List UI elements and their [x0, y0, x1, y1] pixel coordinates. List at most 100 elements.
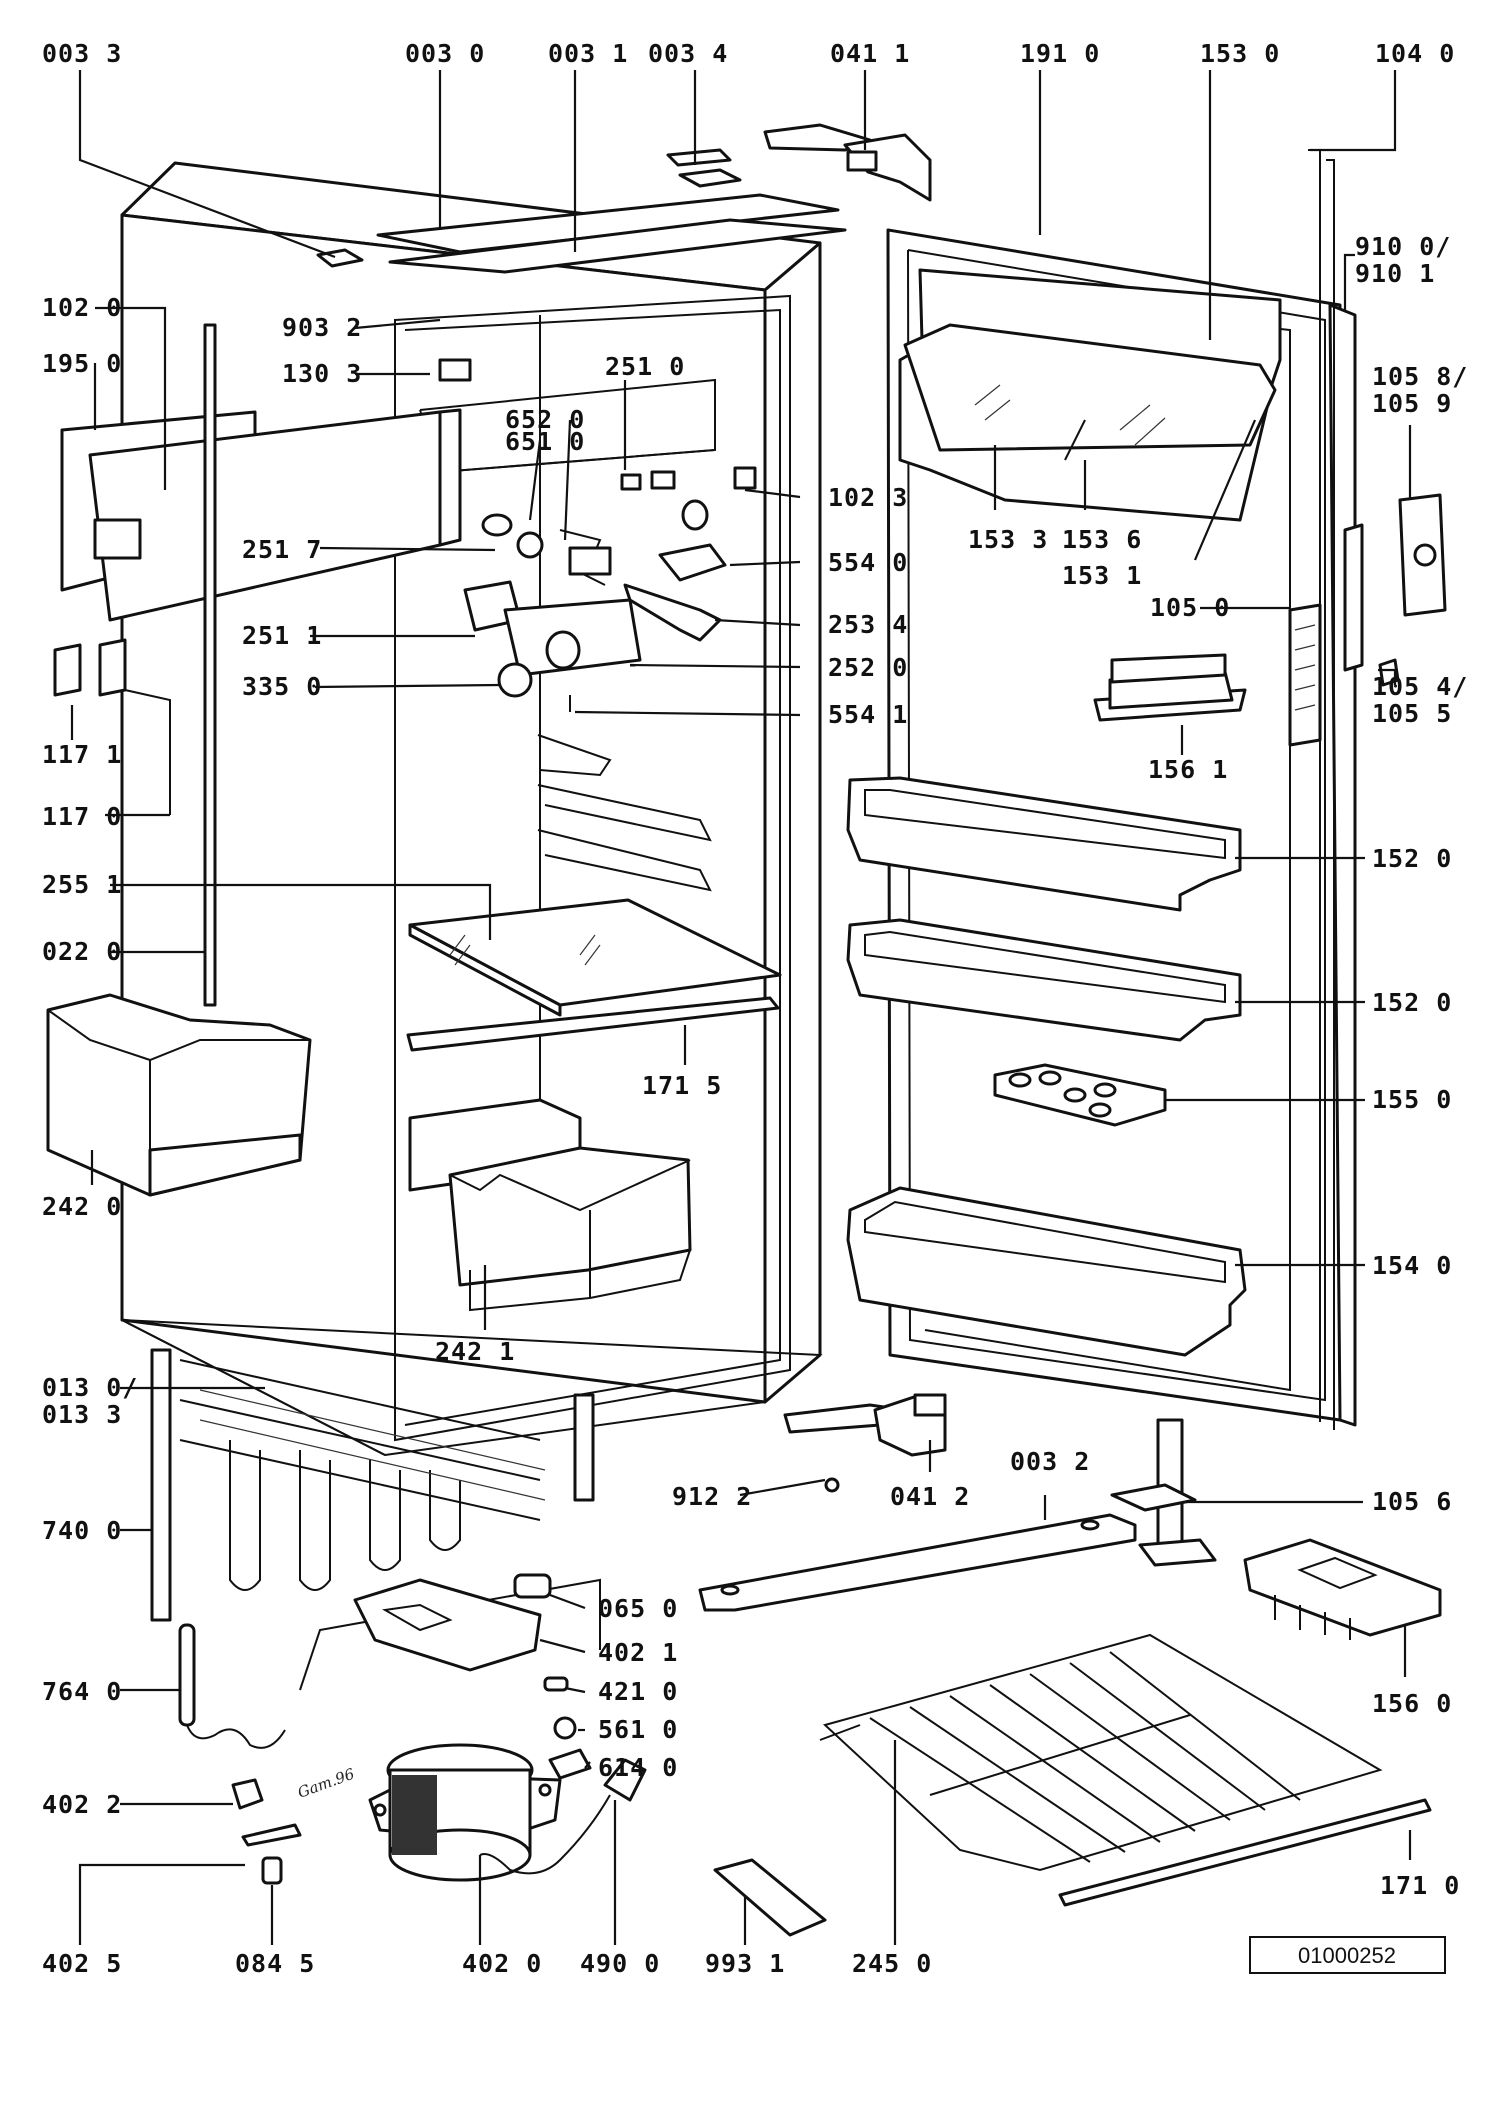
label-764-0: 764 0 [42, 1677, 122, 1706]
part-labels: 003 3 003 0 003 1 003 4 041 1 191 0 153 … [42, 39, 1468, 1978]
label-255-1: 255 1 [42, 870, 122, 899]
label-105-9: 105 9 [1372, 389, 1452, 418]
label-252-0: 252 0 [828, 653, 908, 682]
label-130-3: 130 3 [282, 359, 362, 388]
label-402-0: 402 0 [462, 1949, 542, 1978]
label-993-1: 993 1 [705, 1949, 785, 1978]
top-trim-strips [316, 148, 847, 274]
label-105-5: 105 5 [1372, 699, 1452, 728]
door-tool [713, 1858, 827, 1937]
clip [241, 1823, 302, 1847]
label-910-1: 910 1 [1355, 259, 1435, 288]
label-156-0: 156 0 [1372, 1689, 1452, 1718]
label-490-0: 490 0 [580, 1949, 660, 1978]
label-117-1: 117 1 [42, 740, 122, 769]
label-171-5: 171 5 [642, 1071, 722, 1100]
label-245-0: 245 0 [852, 1949, 932, 1978]
label-003-0: 003 0 [405, 39, 485, 68]
label-421-0: 421 0 [598, 1677, 678, 1706]
electrical-parts [513, 1573, 592, 1780]
label-003-4: 003 4 [648, 39, 728, 68]
condenser [150, 1348, 595, 1622]
label-251-1: 251 1 [242, 621, 322, 650]
screw [824, 1477, 840, 1493]
label-084-5: 084 5 [235, 1949, 315, 1978]
door-shelf-middle [846, 918, 1242, 1042]
label-153-3: 153 3 [968, 525, 1048, 554]
reference-number: 01000252 [1298, 1943, 1396, 1968]
label-153-0: 153 0 [1200, 39, 1280, 68]
label-171-0: 171 0 [1380, 1871, 1460, 1900]
label-105-4: 105 4/ [1372, 672, 1468, 701]
door-shelf-bottle [846, 1186, 1247, 1357]
label-117-0: 117 0 [42, 802, 122, 831]
grommet [231, 1778, 264, 1810]
label-003-3: 003 3 [42, 39, 122, 68]
reference-box: 01000252 [1249, 1936, 1446, 1974]
label-041-1: 041 1 [830, 39, 910, 68]
label-102-3: 102 3 [828, 483, 908, 512]
label-105-6: 105 6 [1372, 1487, 1452, 1516]
label-554-1: 554 1 [828, 700, 908, 729]
foot [261, 1856, 283, 1885]
label-003-1: 003 1 [548, 39, 628, 68]
label-153-1: 153 1 [1062, 561, 1142, 590]
label-402-2: 402 2 [42, 1790, 122, 1819]
lower-hinge-pin [1110, 1418, 1217, 1567]
hinge-covers [53, 638, 171, 815]
label-652-0: 652 0 [505, 405, 585, 434]
wire-shelf [819, 1633, 1383, 1872]
label-335-0: 335 0 [242, 672, 322, 701]
label-251-7: 251 7 [242, 535, 322, 564]
label-104-0: 104 0 [1375, 39, 1455, 68]
label-242-0: 242 0 [42, 1192, 122, 1221]
label-195-0: 195 0 [42, 349, 122, 378]
label-105-0: 105 0 [1150, 593, 1230, 622]
label-154-0: 154 0 [1372, 1251, 1452, 1280]
dairy-compartment [898, 268, 1282, 522]
leader-lines [70, 70, 1412, 1945]
door-handle [1288, 603, 1322, 747]
label-651-0: 651 0 [505, 427, 585, 456]
compressor [368, 1743, 562, 1882]
front-trim-strip [1058, 1798, 1432, 1907]
label-156-1: 156 1 [1148, 755, 1228, 784]
door-bin-large [46, 993, 312, 1197]
compressor-mount [353, 1578, 542, 1672]
label-554-0: 554 0 [828, 548, 908, 577]
butter-dish [1093, 653, 1247, 722]
label-242-1: 242 1 [435, 1337, 515, 1366]
label-105-8: 105 8/ [1372, 362, 1468, 391]
power-cord [479, 1758, 647, 1875]
label-903-2: 903 2 [282, 313, 362, 342]
label-253-4: 253 4 [828, 610, 908, 639]
door-hinge-parts [1343, 493, 1447, 687]
label-153-6: 153 6 [1062, 525, 1142, 554]
label-152-0-upper: 152 0 [1372, 844, 1452, 873]
label-152-0-lower: 152 0 [1372, 988, 1452, 1017]
base-plinth [698, 1513, 1137, 1612]
label-191-0: 191 0 [1020, 39, 1100, 68]
artist-signature: Gam.96 [295, 1765, 357, 1802]
label-402-1: 402 1 [598, 1638, 678, 1667]
thermostat-assembly [438, 358, 757, 712]
label-022-0: 022 0 [42, 937, 122, 966]
label-561-0: 561 0 [598, 1715, 678, 1744]
label-013-3: 013 3 [42, 1400, 122, 1429]
ice-cube-tray [1243, 1538, 1442, 1640]
label-041-2: 041 2 [890, 1482, 970, 1511]
bottom-hinge [783, 1393, 947, 1457]
fridge-cabinet [120, 161, 823, 1457]
drain-tube [203, 323, 217, 1007]
label-013-0: 013 0/ [42, 1373, 138, 1402]
label-102-0: 102 0 [42, 293, 122, 322]
label-912-2: 912 2 [672, 1482, 752, 1511]
door-shelf-upper [846, 776, 1242, 912]
label-740-0: 740 0 [42, 1516, 122, 1545]
label-155-0: 155 0 [1372, 1085, 1452, 1114]
egg-tray [993, 1063, 1167, 1127]
label-003-2: 003 2 [1010, 1447, 1090, 1476]
label-065-0: 065 0 [598, 1594, 678, 1623]
